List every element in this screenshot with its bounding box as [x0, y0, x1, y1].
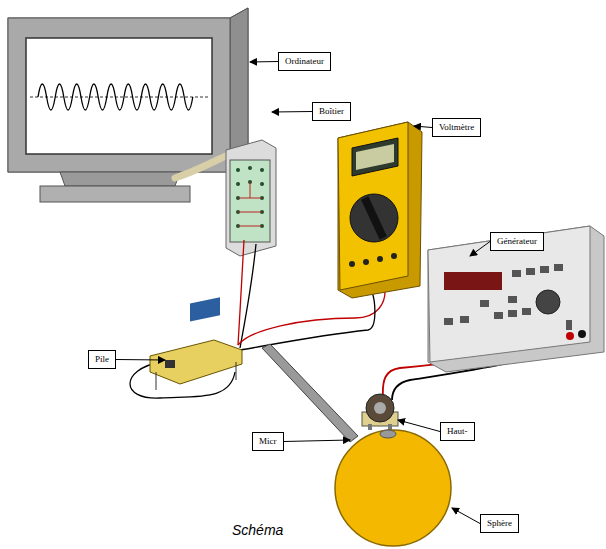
part-label: Boîtier	[319, 106, 344, 116]
leader-arrow-haut-parleur	[398, 420, 440, 432]
callout-box: Générateur	[490, 232, 544, 251]
part-label: Voltmètre	[439, 122, 474, 132]
leader-arrow-micro	[284, 440, 351, 442]
leader-arrow-generateur	[470, 242, 490, 257]
callout-box: Boîtier	[312, 102, 351, 121]
callout-box: Micr	[252, 432, 284, 451]
part-label: Ordinateur	[285, 56, 324, 66]
battery-board	[150, 297, 242, 390]
leader-arrow-sphere	[452, 508, 480, 524]
computer-monitor	[8, 8, 248, 202]
part-label: Haut-	[447, 426, 468, 436]
part-label: Micr	[259, 436, 277, 446]
loudspeaker	[362, 394, 398, 430]
leader-arrow-pile	[116, 359, 165, 361]
sphere	[335, 430, 451, 546]
part-label: Pile	[95, 354, 109, 364]
leader-arrow-boitier	[272, 111, 312, 113]
callout-box: Voltmètre	[432, 118, 481, 137]
callout-box: Sphère	[480, 514, 519, 533]
part-label: Sphère	[487, 518, 512, 528]
interface-box	[226, 140, 276, 256]
callout-box: Haut-	[440, 422, 475, 441]
microphone	[262, 344, 358, 442]
callout-box: Ordinateur	[278, 52, 331, 71]
figure-caption: Schéma	[232, 522, 283, 538]
leader-arrow-ordinateur	[250, 61, 278, 63]
leader-arrow-voltmetre	[414, 126, 432, 128]
part-label: Générateur	[497, 236, 537, 246]
callout-box: Pile	[88, 350, 116, 369]
signal-generator	[428, 226, 604, 372]
multimeter	[338, 122, 422, 298]
